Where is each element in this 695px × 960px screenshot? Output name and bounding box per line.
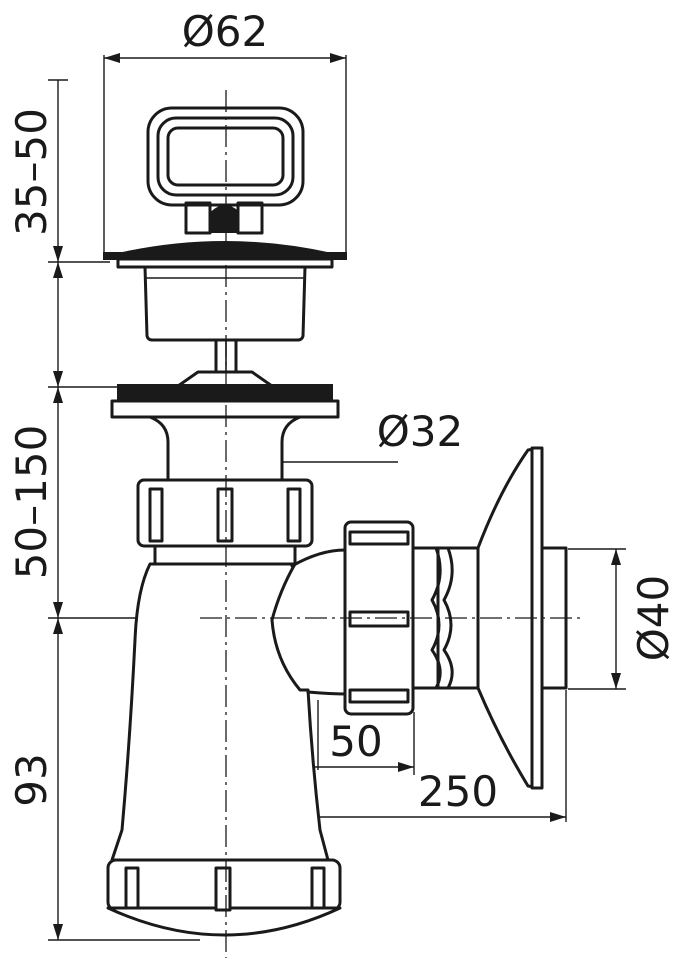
- center-lines: [200, 90, 582, 958]
- label-outlet-diameter: Ø40: [629, 575, 678, 662]
- dimension-lines: [48, 53, 626, 941]
- drain-flange: [110, 370, 340, 482]
- dimension-labels: Ø62 Ø32 50 250 35–50 50–150 93 Ø40: [7, 7, 678, 816]
- label-inlet-diameter: Ø32: [377, 407, 464, 456]
- siphon-body: [106, 548, 350, 937]
- label-outlet-length: 250: [418, 767, 498, 816]
- label-plug-height: 35–50: [7, 108, 56, 236]
- coupling-nut: [136, 478, 314, 566]
- label-outlet-offset: 50: [329, 717, 382, 766]
- label-top-width: Ø62: [182, 7, 269, 56]
- label-bottom-height: 93: [7, 753, 56, 806]
- strainer-plug: [103, 106, 347, 374]
- label-adjustable-height: 50–150: [7, 425, 56, 580]
